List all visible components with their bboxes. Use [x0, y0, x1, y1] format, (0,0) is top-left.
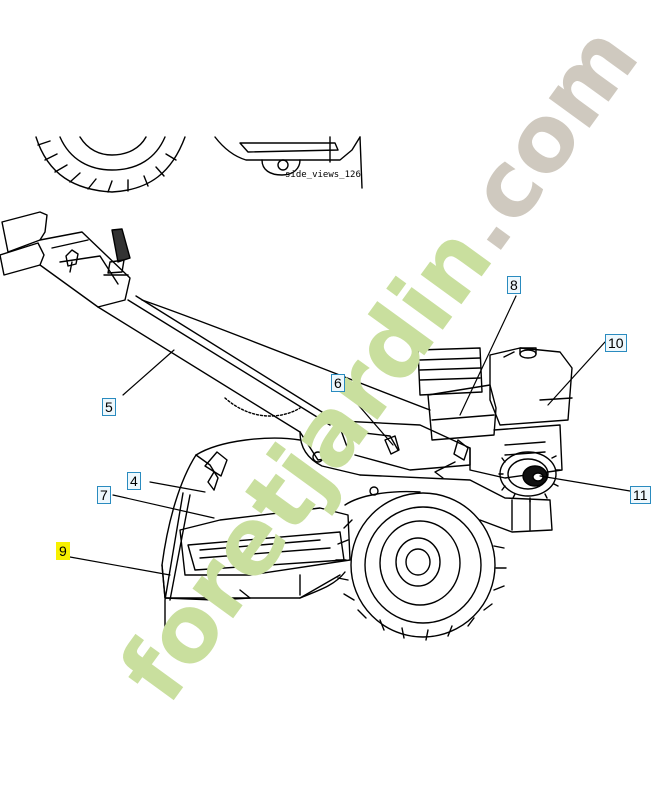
- wheel-assembly: [335, 490, 507, 641]
- watermark-part-3: .com: [427, 6, 652, 270]
- handlebar-assembly: [0, 211, 431, 461]
- watermark-part-1: foret: [99, 452, 335, 721]
- callout-9: 9: [56, 542, 70, 560]
- inset-tire-fragment: [35, 136, 186, 193]
- engine: [417, 347, 573, 503]
- watermark-part-2: jardin: [247, 208, 513, 518]
- inset-side-view: [214, 136, 363, 189]
- callout-8: 8: [507, 276, 521, 294]
- callout-11: 11: [630, 486, 651, 504]
- callout-10: 10: [605, 334, 627, 352]
- callout-6: 6: [331, 374, 345, 392]
- callout-4: 4: [127, 472, 141, 490]
- leader-lines: [69, 295, 631, 576]
- watermark-text: foretjardin.com: [99, 6, 652, 720]
- view-caption: side_views_126: [285, 170, 361, 180]
- callout-7: 7: [97, 486, 111, 504]
- callout-5: 5: [102, 398, 116, 416]
